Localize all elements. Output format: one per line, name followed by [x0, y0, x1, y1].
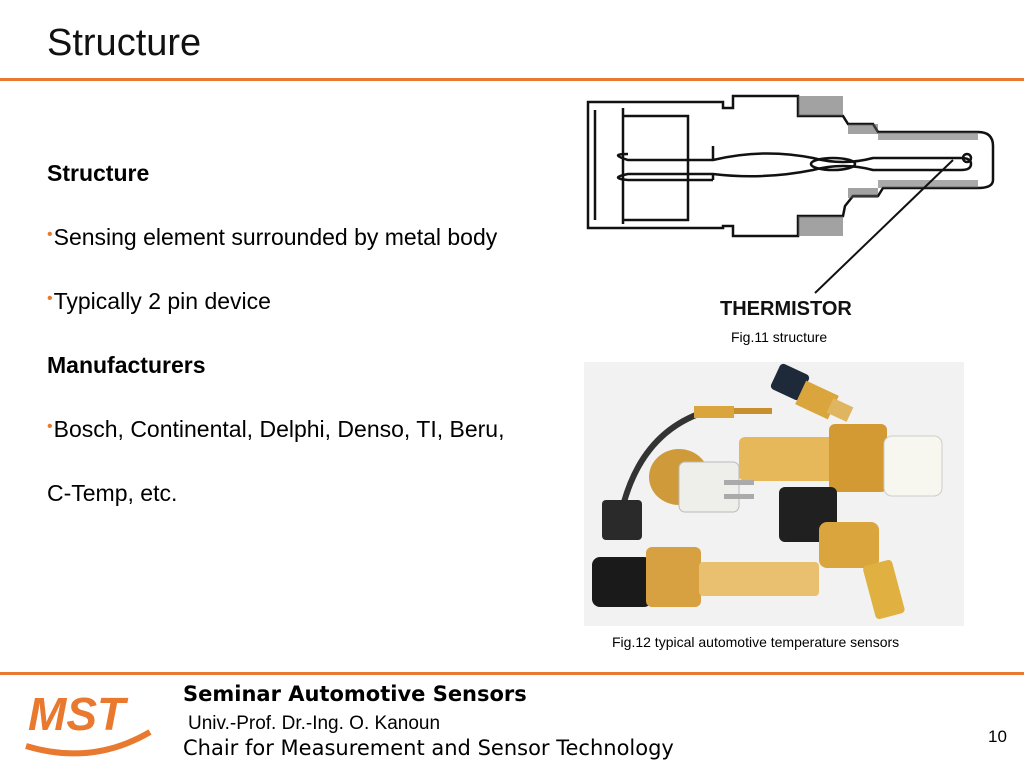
page-number: 10	[988, 727, 1007, 746]
bullet-item: •Bosch, Continental, Delphi, Denso, TI, …	[47, 416, 504, 444]
mst-logo: MST	[25, 688, 152, 757]
bottom-divider	[0, 672, 1024, 675]
footer-seminar: Seminar Automotive Sensors	[183, 682, 527, 706]
top-divider	[0, 78, 1024, 81]
bullet-icon: •	[47, 226, 53, 243]
bullet-text: Bosch, Continental, Delphi, Denso, TI, B…	[53, 416, 505, 442]
bullet-item: •Sensing element surrounded by metal bod…	[47, 224, 497, 252]
heading-structure: Structure	[47, 160, 150, 186]
slide-title: Structure	[47, 22, 202, 64]
fig12-caption: Fig.12 typical automotive temperature se…	[612, 634, 900, 650]
thermistor-label: THERMISTOR	[720, 298, 852, 320]
bullet-item: •Typically 2 pin device	[47, 288, 271, 316]
bullet-text: Typically 2 pin device	[53, 288, 271, 314]
mst-logo-text: MST	[28, 688, 129, 740]
heading-manufacturers: Manufacturers	[47, 352, 206, 378]
continuation-text: C-Temp, etc.	[47, 480, 178, 506]
thermistor-structure-diagram: THERMISTOR	[586, 94, 995, 320]
bullet-icon: •	[47, 290, 53, 307]
sensors-photo	[584, 362, 964, 626]
footer-professor: Univ.-Prof. Dr.-Ing. O. Kanoun	[188, 713, 441, 734]
bullet-icon: •	[47, 418, 53, 435]
bullet-text: Sensing element surrounded by metal body	[53, 224, 498, 250]
fig11-caption: Fig.11 structure	[731, 329, 828, 345]
footer-chair: Chair for Measurement and Sensor Technol…	[183, 736, 674, 760]
